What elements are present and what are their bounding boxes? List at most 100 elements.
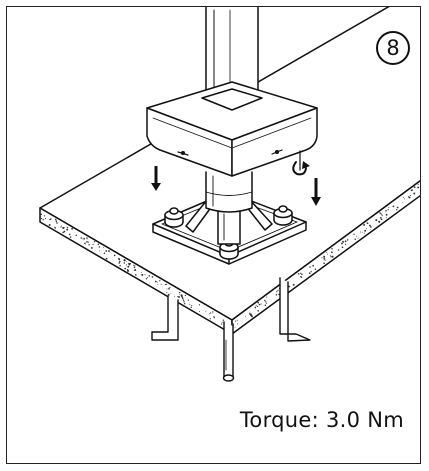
speckle [105, 257, 108, 260]
speckle [179, 291, 181, 294]
speckle [168, 287, 170, 290]
speckle [127, 265, 130, 268]
speckle [187, 299, 190, 301]
mounting-rods [151, 277, 311, 382]
speckle [364, 232, 366, 234]
speckle [124, 267, 127, 270]
speckle [190, 306, 192, 309]
speckle [209, 313, 211, 315]
base-ribs [185, 199, 273, 245]
speckle [244, 315, 246, 317]
speckle [300, 276, 303, 278]
speckle [300, 272, 302, 274]
speckle [87, 241, 89, 243]
speckle [83, 237, 86, 240]
speckle [54, 227, 56, 229]
speckle [254, 307, 257, 309]
bolt-right [273, 205, 293, 226]
speckle [213, 317, 215, 319]
speckle [205, 310, 207, 312]
speckle [257, 301, 260, 304]
speckle [425, 182, 427, 184]
speckle [312, 264, 315, 267]
speckle [346, 239, 349, 241]
speckle [75, 234, 78, 237]
speckle [84, 242, 86, 245]
speckle [181, 297, 184, 300]
speckle [189, 303, 191, 305]
speckle [366, 227, 368, 229]
speckle [45, 218, 47, 220]
speckle [420, 189, 422, 191]
speckle [151, 276, 154, 278]
speckle [363, 223, 366, 226]
speckle [123, 262, 126, 264]
speckle [421, 190, 422, 191]
speckle [145, 278, 148, 280]
speckle [178, 296, 180, 298]
speckle [126, 260, 127, 262]
speckle [265, 301, 267, 303]
speckle [180, 295, 183, 298]
speckle [90, 246, 93, 249]
speckle [56, 221, 57, 223]
speckle [40, 217, 43, 220]
speckle [157, 283, 159, 285]
speckle [265, 302, 267, 304]
speckle [396, 206, 399, 209]
speckle [341, 246, 344, 249]
speckle [369, 224, 371, 227]
speckle [118, 258, 121, 261]
speckle [276, 291, 278, 293]
speckle [257, 310, 260, 312]
speckle [42, 219, 44, 221]
speckle [231, 322, 234, 325]
speckle [331, 248, 333, 250]
speckle [417, 186, 420, 189]
speckle [292, 283, 295, 286]
speckle [360, 231, 362, 233]
speckle [388, 206, 390, 208]
speckle [353, 233, 355, 235]
speckle [88, 244, 90, 246]
rotate-arrow-icon [292, 150, 310, 176]
speckle [362, 232, 363, 233]
speckle [310, 271, 312, 273]
speckle [419, 186, 420, 188]
speckle [236, 319, 238, 321]
speckle [199, 311, 200, 312]
speckle [331, 251, 333, 254]
speckle [381, 215, 383, 217]
bolt-left [164, 207, 184, 228]
speckle [62, 226, 65, 229]
speckle [401, 202, 403, 204]
speckle [55, 219, 57, 221]
speckle [337, 249, 340, 251]
speckle [123, 259, 126, 262]
speckle [407, 196, 410, 198]
speckle [62, 231, 64, 234]
speckle [364, 229, 367, 232]
speckle [330, 256, 332, 258]
speckle [66, 228, 69, 231]
step-number-badge: 8 [376, 31, 410, 65]
speckle [255, 304, 257, 306]
speckle [183, 301, 185, 303]
speckle [140, 271, 142, 273]
speckle [144, 274, 146, 276]
speckle [160, 283, 162, 285]
speckle [182, 299, 185, 301]
speckle [125, 264, 128, 266]
speckle [113, 254, 116, 257]
speckle [381, 214, 383, 216]
speckle [156, 281, 158, 283]
speckle [174, 295, 176, 297]
speckle [409, 194, 411, 196]
speckle [82, 238, 84, 240]
speckle [264, 299, 266, 302]
speckle [277, 289, 279, 292]
speckle [134, 274, 137, 276]
speckle [159, 280, 161, 282]
speckle [403, 198, 405, 200]
